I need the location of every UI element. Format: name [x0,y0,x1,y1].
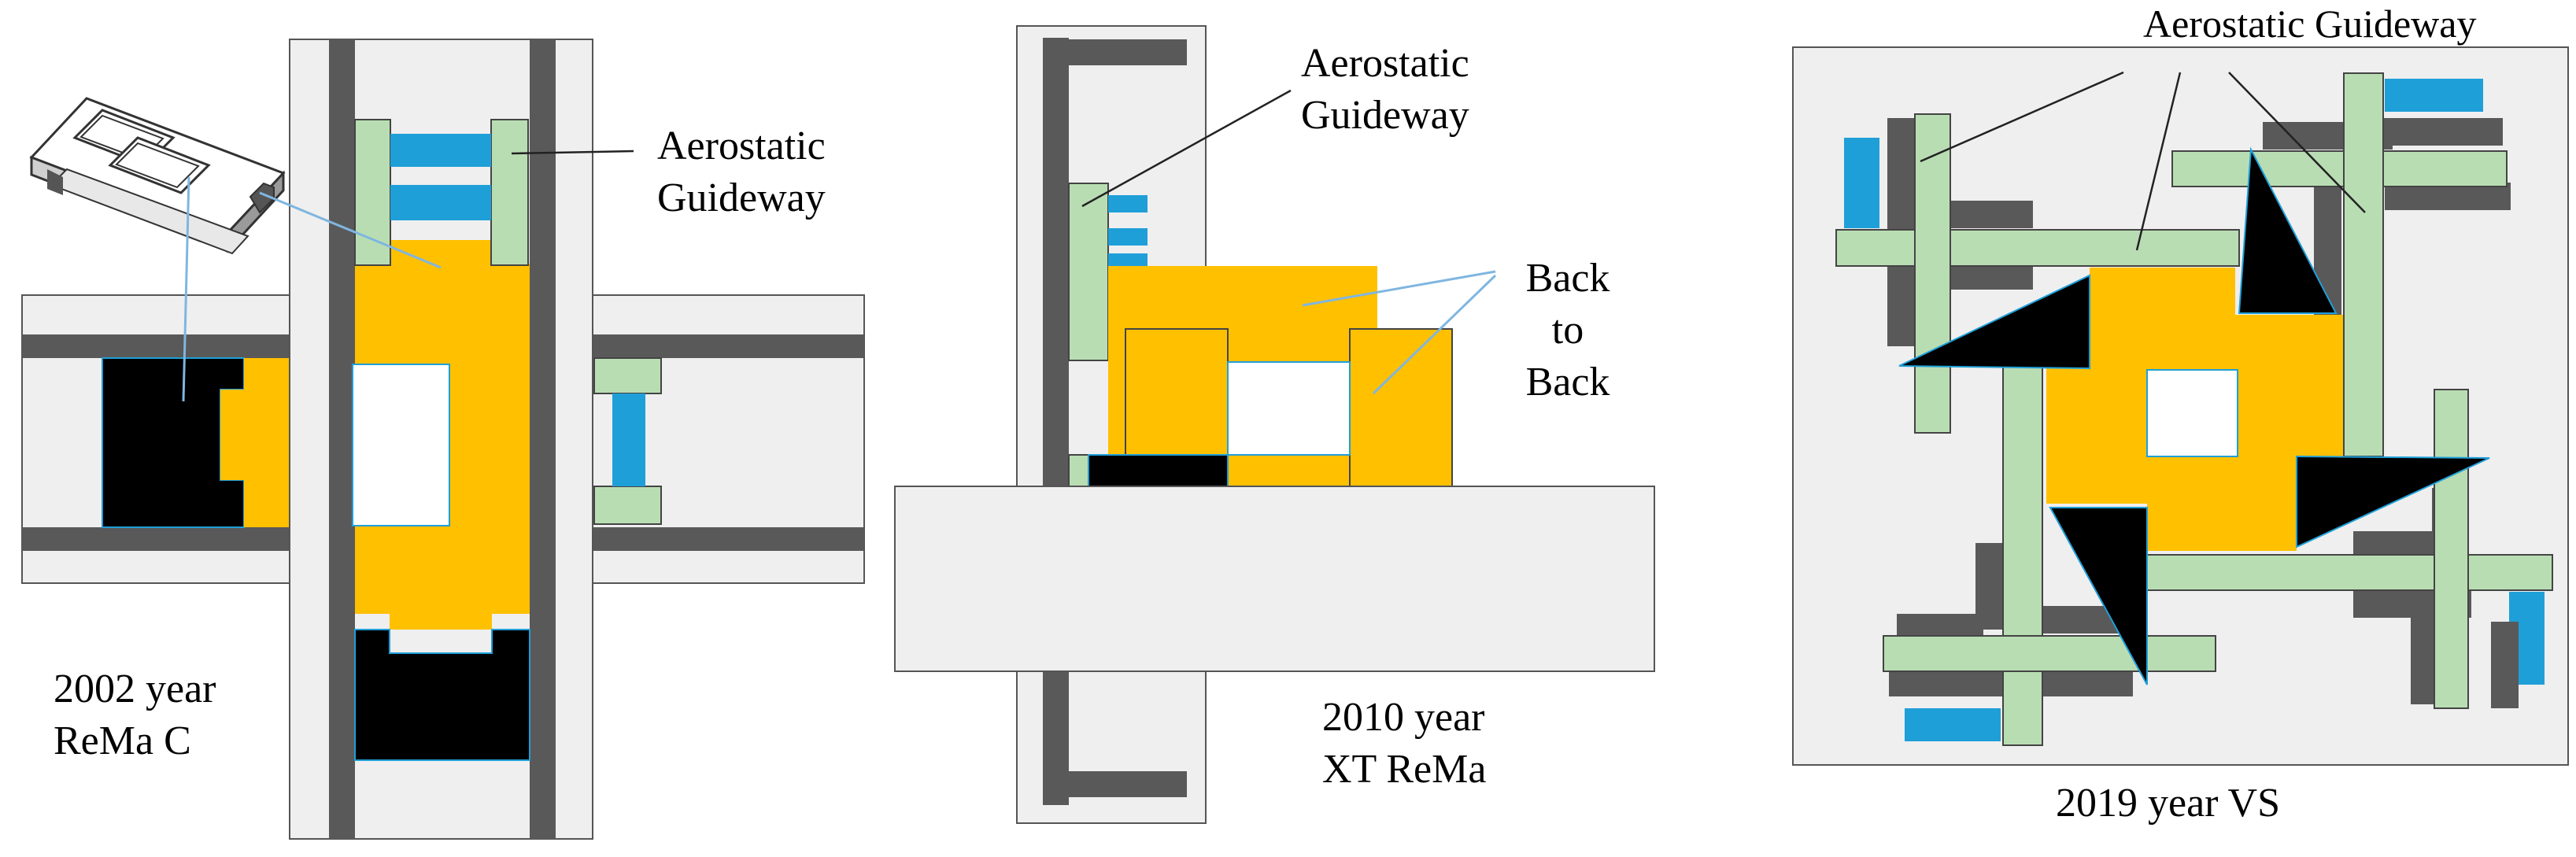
aerostatic-guideway [1068,183,1109,361]
leader-vs-3 [2228,72,2366,213]
panel-xt-rema: Aerostatic Guideway Back to Back 2010 ye… [894,25,1655,824]
callout-guideway-line2: Guideway [657,175,826,220]
callout-aerostatic-guideway-vs: Aerostatic Guideway [2143,2,2476,46]
black-triangles [1898,146,2490,685]
leader-icon-to-carriage [259,191,442,269]
caption-name-xt-rema: XT ReMa [1322,747,1486,792]
black-base-block [1088,454,1229,487]
carriage-window [1227,361,1351,456]
leader-icon-to-body [182,176,190,402]
air-pad-upper [390,134,491,167]
vertical-right-rail [530,39,556,839]
isometric-stage-icon [29,97,286,255]
base-slab [894,486,1655,672]
caption-year-xt-rema: 2010 year [1322,695,1484,740]
callout-to-line2: to [1552,308,1584,353]
air-pad-1 [1108,195,1148,212]
vs-window [2146,369,2238,457]
right-guide-pad-bottom [593,486,662,525]
left-yellow-slider [220,358,290,527]
air-pad-lower [390,185,491,220]
carriage-window [352,364,450,526]
leader-back-to-back-2 [1372,274,1497,395]
back-to-back-block-right [1349,328,1453,487]
callout-back-line1: Back [1526,256,1610,301]
panel-rema-c: Aerostatic Guideway 2002 year ReMa C [21,39,865,840]
blue-pad-left [1844,138,1879,228]
column-top-bracket [1069,39,1187,65]
vertical-black-body [354,629,530,761]
callout-aerostatic-line1: Aerostatic [657,124,826,168]
aerostatic-guideway-right [490,119,529,266]
blue-pad-top [2385,79,2483,112]
leader-aerostatic-guideway-2 [1081,89,1292,208]
leader-aerostatic-guideway-1 [511,150,634,155]
caption-year-rema-c: 2002 year [54,667,216,711]
air-pad-2 [1108,228,1148,246]
right-guide-pad-top [593,357,662,394]
blue-pad-bottom [1905,708,2001,741]
callout-guideway-line2: Guideway [1301,93,1469,138]
leader-back-to-back-1 [1302,270,1496,307]
aerostatic-guideway-left [354,119,391,266]
panel-vs: Aerostatic Guideway 2019 year VS [1792,2,2569,826]
leader-vs-1 [1920,71,2124,163]
caption-vs: 2019 year VS [2056,781,2280,826]
column-rail [1043,38,1069,805]
leader-vs-2 [2135,72,2182,251]
right-blue-pad [612,393,645,486]
callout-back-line3: Back [1526,360,1610,404]
vertical-left-rail [329,39,355,839]
aerostatic-guideways [1835,72,2553,746]
vs-carriage [2046,268,2344,551]
small-guide-pad [1068,454,1089,487]
caption-name-rema-c: ReMa C [54,718,191,763]
callout-aerostatic-line1: Aerostatic [1301,41,1469,86]
column-bottom-bracket [1069,771,1187,797]
